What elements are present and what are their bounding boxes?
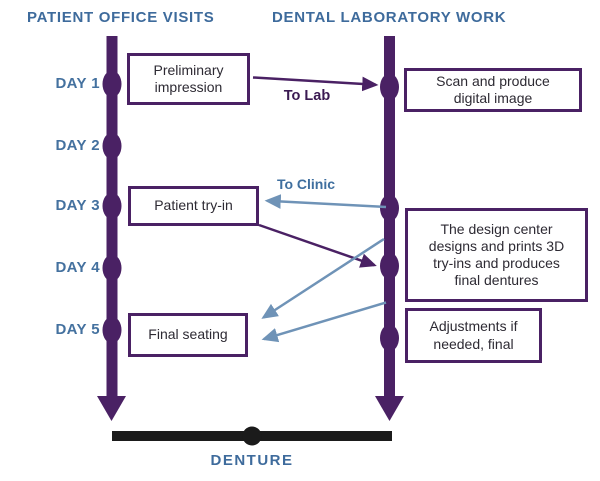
clinic-step-final-seating: Final seating — [128, 313, 248, 357]
timeline-node-day3-clinic — [102, 192, 122, 220]
tryin-to-lab-arrow — [258, 223, 377, 268]
clinic-step-patient-try-in: Patient try-in — [128, 186, 259, 226]
denture-axis-label: DENTURE — [210, 452, 294, 469]
left-timeline-down-arrowhead-icon — [97, 396, 126, 421]
to-clinic-arrow — [264, 194, 387, 209]
timeline-node-day1-lab — [380, 73, 399, 101]
lab-step-scan-and-produce: Scan and produce digital image — [404, 68, 582, 112]
day-label-2: DAY 2 — [55, 137, 100, 154]
to-lab-arrow — [252, 76, 379, 92]
timeline-node-day1-clinic — [102, 70, 122, 98]
timeline-node-day3-lab — [380, 194, 399, 222]
lab-step-adjustments: Adjustments if needed, final — [405, 308, 542, 363]
column-header-dental-laboratory-work: DENTAL LABORATORY WORK — [272, 9, 507, 26]
lab-to-clinic-arrow-2 — [261, 237, 385, 319]
timeline-node-day4-lab — [380, 252, 399, 280]
lab-to-final-seating-arrow — [261, 301, 387, 343]
right-timeline-down-arrowhead-icon — [375, 396, 404, 421]
day-label-5: DAY 5 — [55, 321, 100, 338]
to-lab-arrow-label: To Lab — [283, 88, 331, 104]
timeline-node-day5-clinic — [102, 316, 122, 344]
denture-bar-midpoint-dot — [242, 426, 262, 446]
timeline-node-day5-lab — [380, 324, 399, 352]
clinic-step-preliminary-impression: Preliminary impression — [127, 53, 250, 105]
timeline-node-day2-clinic — [102, 132, 122, 160]
to-clinic-arrow-label: To Clinic — [276, 176, 336, 192]
timeline-node-day4-clinic — [102, 254, 122, 282]
day-label-1: DAY 1 — [55, 75, 100, 92]
column-header-patient-office-visits: PATIENT OFFICE VISITS — [27, 9, 215, 26]
day-label-4: DAY 4 — [55, 259, 100, 276]
day-label-3: DAY 3 — [55, 197, 100, 214]
lab-step-design-center: The design center designs and prints 3D … — [405, 208, 588, 302]
